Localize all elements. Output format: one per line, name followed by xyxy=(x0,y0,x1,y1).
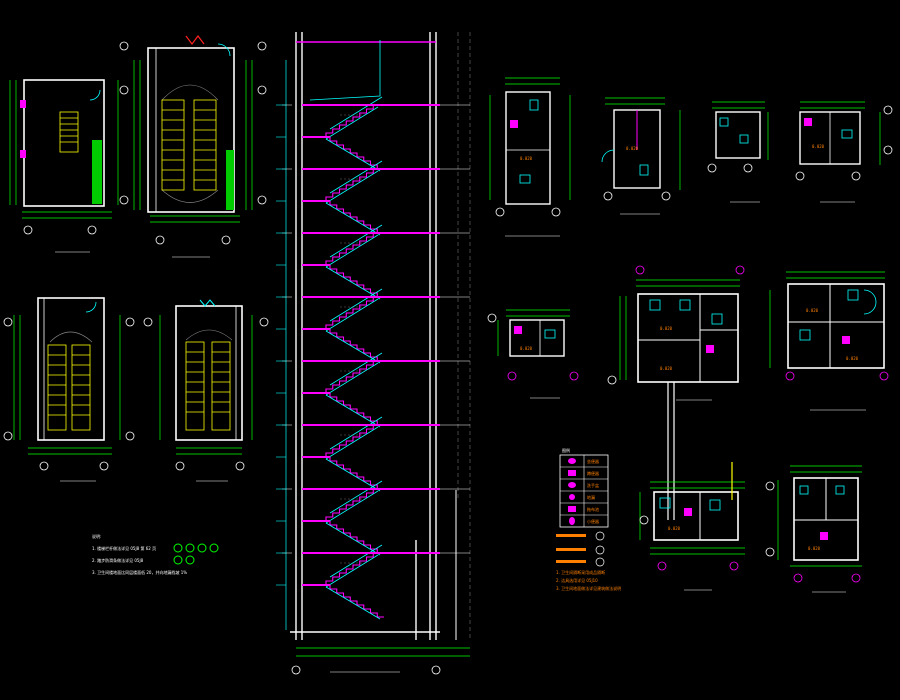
svg-text:0.020: 0.020 xyxy=(660,326,673,331)
svg-text:0.020: 0.020 xyxy=(520,156,533,161)
legend-row-6: 小便器 xyxy=(587,518,599,524)
squat-toilet-icon xyxy=(568,470,576,476)
toilet-plan-c xyxy=(707,101,769,203)
stair-plan-4 xyxy=(143,299,269,482)
legend-row-5: 拖布池 xyxy=(587,506,599,512)
svg-text:0.020: 0.020 xyxy=(846,356,859,361)
note-3: 3. 卫生间楼地面比同层楼面低 20，并向地漏找坡 1% xyxy=(92,569,187,575)
svg-text:0.020: 0.020 xyxy=(812,144,825,149)
svg-text:0.020: 0.020 xyxy=(660,366,673,371)
legend-note-2: 2. 洁具选用详见 05J10 xyxy=(556,577,598,583)
stair-section-elevation xyxy=(276,32,471,675)
toilet-plan-a: 0.020 xyxy=(489,77,571,237)
legend-row-2: 蹲便器 xyxy=(587,470,599,476)
stair-plan-1 xyxy=(9,79,119,253)
note-1: 1. 楼梯栏杆做法详见 05J8 第 62 页 xyxy=(92,545,156,551)
notes-heading: 说明: xyxy=(92,533,101,539)
legend-heading: 图例 xyxy=(562,447,570,453)
svg-text:0.020: 0.020 xyxy=(808,546,821,551)
svg-text:0.020: 0.020 xyxy=(806,308,819,313)
svg-text:0.020: 0.020 xyxy=(668,526,681,531)
toilet-plan-e: 0.020 xyxy=(487,309,579,399)
stair-plan-2 xyxy=(119,35,267,258)
fixture-legend: 图例 坐便器 蹲便器 洗手盆 地漏 拖布池 小便器 xyxy=(556,447,621,591)
toilet-plan-i: 0.020 xyxy=(765,465,862,593)
toilet-plan-d: 0.020 xyxy=(795,101,893,203)
urinal-icon xyxy=(569,517,575,525)
floor-drain-icon xyxy=(569,494,575,500)
washbasin-icon xyxy=(568,482,576,488)
toilet-plan-h: 0.020 xyxy=(639,462,745,591)
toilet-plan-f: 0.020 0.020 xyxy=(607,265,745,520)
note-2: 2. 踏步防滑条做法详见 05J8 xyxy=(92,557,144,563)
legend-row-1: 坐便器 xyxy=(587,458,599,464)
toilet-plan-g: 0.020 0.020 xyxy=(769,271,889,411)
toilet-plan-b: 0.020 xyxy=(601,97,681,215)
toilet-icon xyxy=(568,458,576,464)
svg-text:0.020: 0.020 xyxy=(520,346,533,351)
mop-sink-icon xyxy=(568,506,576,512)
general-notes: 说明: 1. 楼梯栏杆做法详见 05J8 第 62 页 2. 踏步防滑条做法详见… xyxy=(92,533,219,575)
svg-text:0.020: 0.020 xyxy=(626,146,639,151)
legend-row-3: 洗手盆 xyxy=(587,482,599,488)
legend-row-4: 地漏 xyxy=(587,494,595,500)
legend-note-3: 3. 卫生间地面做法详见建筑做法说明 xyxy=(556,585,621,591)
stair-plan-3 xyxy=(3,297,135,482)
legend-note-1: 1. 卫生间隔断采用成品隔断 xyxy=(556,569,605,575)
